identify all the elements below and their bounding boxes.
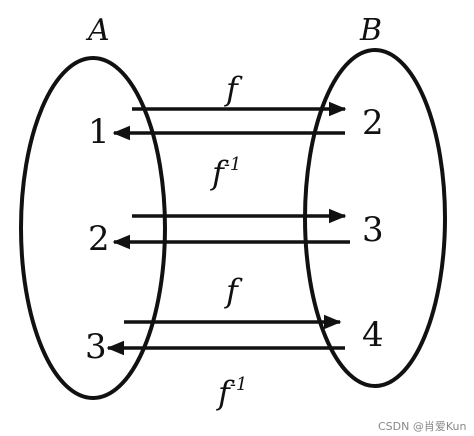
- watermark-text: CSDN @肖爱Kun: [378, 419, 466, 433]
- set-a-ellipse: [19, 56, 167, 400]
- set-b-label: B: [359, 13, 382, 48]
- set-a-element-3: 3: [85, 327, 107, 367]
- function-label-f-inverse-top: f-1: [210, 154, 241, 192]
- set-b-element-3: 3: [362, 210, 384, 250]
- function-label-f-bottom: f: [224, 272, 243, 310]
- set-b-element-2: 2: [362, 103, 384, 143]
- set-a-label: A: [85, 13, 110, 48]
- set-b-ellipse: [303, 48, 447, 388]
- set-b-element-4: 4: [362, 315, 384, 355]
- function-label-f-inverse-bottom: f-1: [216, 374, 247, 412]
- set-a-element-1: 1: [88, 112, 110, 152]
- function-label-f-top: f: [224, 70, 243, 108]
- set-a-element-2: 2: [88, 219, 110, 259]
